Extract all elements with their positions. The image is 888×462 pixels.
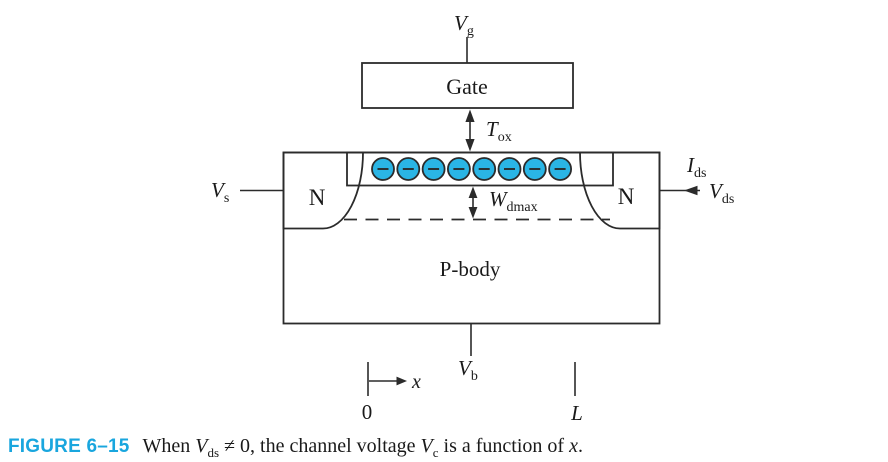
caption-text: When Vds ≠ 0, the channel voltage Vc is …	[142, 435, 583, 460]
vc-subscript: c	[432, 445, 439, 460]
drain-current-arrow-icon	[659, 185, 700, 196]
vds-subscript: ds	[207, 445, 220, 460]
source-region-label: N	[309, 185, 326, 210]
figure-caption: FIGURE 6–15 When Vds ≠ 0, the channel vol…	[8, 431, 880, 461]
depletion-width-label: Wdmax	[489, 187, 538, 215]
oxide-thickness-label: Tox	[486, 117, 512, 145]
mosfet-diagram: Vg Gate Tox Wdmax N N	[211, 11, 734, 425]
vc-symbol: V	[420, 435, 433, 457]
figure-label: FIGURE 6–15	[8, 436, 130, 457]
origin-label: 0	[362, 400, 373, 424]
body-region-label: P-body	[440, 257, 501, 281]
caption-run-mid: ≠ 0, the channel voltage	[219, 435, 421, 457]
x-axis-arrow-icon	[369, 376, 407, 386]
channel-electrons	[371, 157, 572, 181]
drain-region	[579, 151, 661, 230]
gate-box	[361, 62, 574, 109]
source-terminal-label: Vs	[211, 178, 229, 206]
drain-terminal-label: Vds	[709, 179, 734, 207]
caption-run-pre: When	[142, 435, 196, 457]
x-symbol: x	[569, 435, 578, 457]
caption-run-post: is a function of	[438, 435, 570, 457]
gate-label: Gate	[446, 74, 488, 99]
length-label: L	[570, 401, 583, 425]
source-region	[282, 151, 364, 230]
caption-run-end: .	[577, 435, 583, 457]
oxide-thickness-arrow-icon	[465, 109, 475, 152]
drain-current-label: Ids	[686, 153, 706, 181]
vds-symbol: V	[195, 435, 208, 457]
drain-region-label: N	[618, 184, 635, 209]
x-axis-label: x	[411, 371, 421, 393]
substrate-body	[282, 151, 661, 325]
body-terminal-label: Vb	[458, 356, 478, 384]
gate-terminal-label: Vg	[454, 11, 474, 39]
depletion-width-arrow-icon	[468, 186, 478, 219]
